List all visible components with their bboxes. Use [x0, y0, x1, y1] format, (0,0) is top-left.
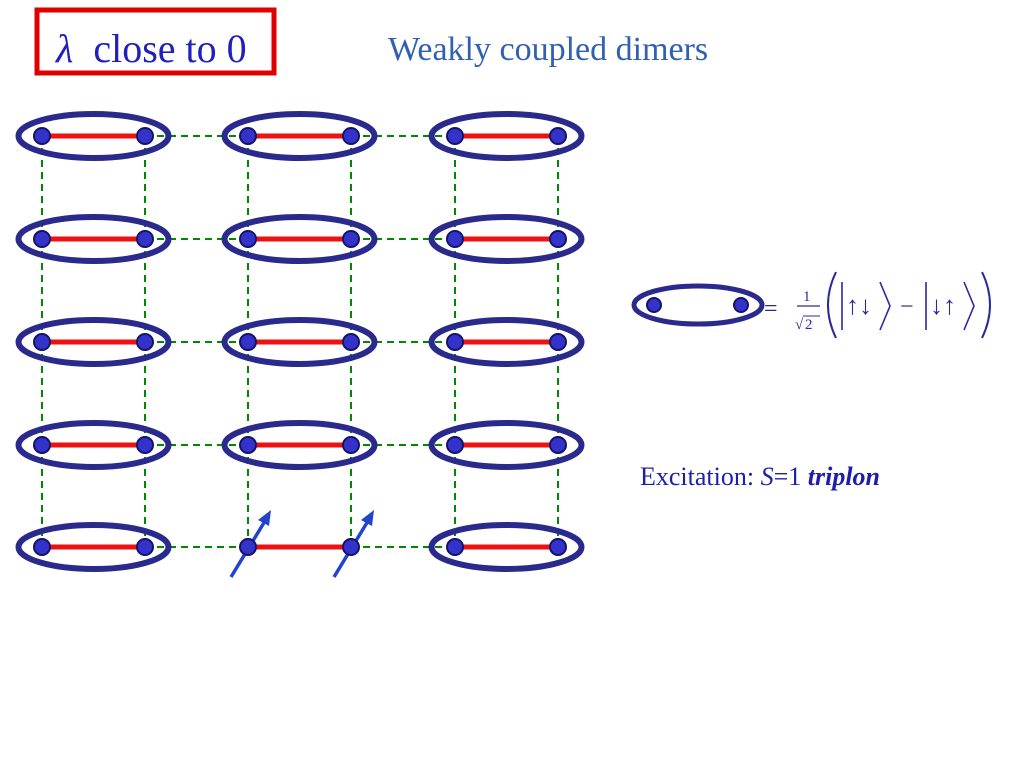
spin-site: [549, 333, 567, 351]
spin-site: [136, 333, 154, 351]
spin-site: [549, 230, 567, 248]
legend-site-right: [733, 297, 749, 313]
spin-arrowhead: [361, 510, 374, 526]
spin-site: [239, 436, 257, 454]
spin-site: [549, 127, 567, 145]
spin-site: [239, 127, 257, 145]
ket1-angle: [879, 281, 891, 331]
spin-site: [33, 230, 51, 248]
spin-value: =1: [774, 462, 808, 491]
spin-site: [136, 436, 154, 454]
spin-site: [136, 127, 154, 145]
spin-arrowhead: [258, 510, 271, 526]
spin-site: [446, 538, 464, 556]
dimer-lattice: [15, 111, 585, 578]
legend-dimer-ellipse: [631, 283, 765, 327]
spin-site: [342, 333, 360, 351]
spin-site: [239, 333, 257, 351]
fraction-denominator: 2: [805, 317, 813, 333]
spin-site: [446, 230, 464, 248]
dimer-ellipse: [428, 420, 585, 470]
triplon-word: triplon: [808, 462, 880, 491]
spin-site: [446, 127, 464, 145]
spin-site: [342, 230, 360, 248]
big-paren-right: [981, 271, 991, 339]
subtitle: Weakly coupled dimers: [388, 31, 708, 68]
big-paren-left: [827, 271, 837, 339]
spin-site: [446, 333, 464, 351]
spin-site: [33, 538, 51, 556]
excitation-text: Excitation: S=1 triplon: [640, 462, 880, 491]
spin-variable: S: [761, 462, 774, 491]
spin-site: [342, 538, 360, 556]
dimer-ellipse: [15, 317, 172, 367]
dimer-ellipse: [428, 111, 585, 161]
dimer-ellipse: [221, 214, 378, 264]
dimer-ellipse: [428, 317, 585, 367]
spin-site: [342, 436, 360, 454]
dimer-ellipse: [15, 214, 172, 264]
ket1-spins: ↑↓: [846, 291, 872, 320]
dimer-ellipse: [221, 420, 378, 470]
spin-site: [239, 230, 257, 248]
spin-site: [33, 436, 51, 454]
spin-site: [33, 333, 51, 351]
spin-site: [239, 538, 257, 556]
singlet-legend: [631, 283, 765, 327]
lambda-symbol: λ: [55, 26, 73, 71]
spin-site: [446, 436, 464, 454]
minus-sign: −: [900, 294, 914, 320]
spin-site: [549, 436, 567, 454]
dimer-ellipse: [428, 522, 585, 572]
fraction-numerator: 1: [803, 289, 811, 305]
dimer-ellipse: [15, 420, 172, 470]
title-box: [34, 7, 277, 76]
excitation-prefix: Excitation:: [640, 462, 761, 491]
ket2-spins: ↓↑: [930, 291, 956, 320]
spin-site: [136, 230, 154, 248]
dimer-ellipse: [221, 111, 378, 161]
spin-site: [549, 538, 567, 556]
dimer-ellipse: [221, 317, 378, 367]
singlet-equation: = 1 √ 2 ↑↓ − ↓↑: [764, 271, 991, 339]
sqrt-sign: √: [795, 317, 804, 333]
title-text: λ close to 0: [55, 26, 247, 71]
dimer-ellipse: [15, 522, 172, 572]
legend-site-left: [646, 297, 662, 313]
dimer-ellipse: [428, 214, 585, 264]
dimer-ellipse: [15, 111, 172, 161]
spin-site: [136, 538, 154, 556]
spin-site: [33, 127, 51, 145]
equals-sign: =: [764, 296, 778, 322]
ket2-angle: [963, 281, 975, 331]
spin-site: [342, 127, 360, 145]
title-phrase: close to 0: [93, 26, 246, 71]
